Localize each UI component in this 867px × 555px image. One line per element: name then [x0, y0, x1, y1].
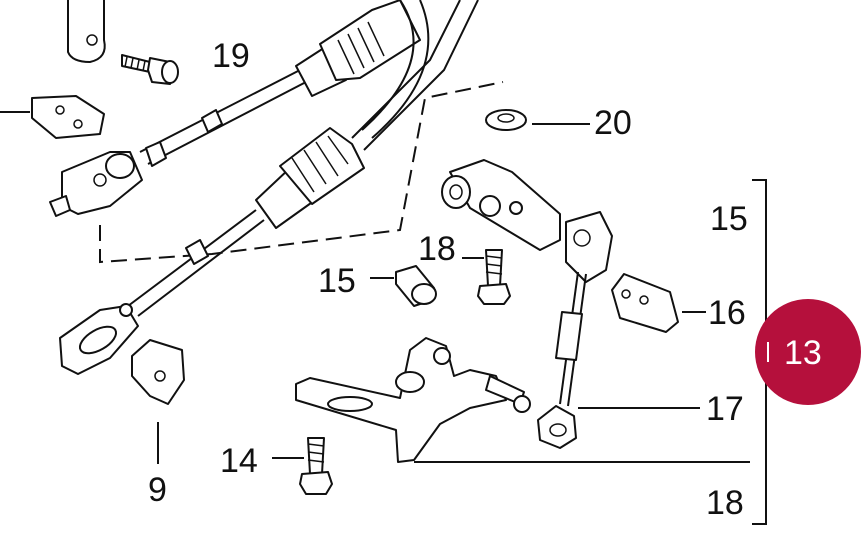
callout-19: 19 [212, 37, 250, 75]
bolt-18 [462, 249, 511, 305]
callout-20: 20 [594, 104, 632, 142]
dashed-outline [99, 81, 504, 264]
bolt-14 [272, 437, 333, 495]
clip-16 [611, 273, 706, 333]
callout-14: 14 [220, 442, 258, 480]
callout-18-mid: 18 [418, 230, 456, 268]
upper-cable [49, 0, 430, 217]
callout-15-right: 15 [710, 200, 748, 238]
bushing-15 [370, 265, 437, 307]
callout-15-bushing: 15 [318, 262, 356, 300]
lower-bracket [295, 337, 750, 463]
washer-20 [485, 109, 590, 131]
callout-18-bottom: 18 [706, 484, 744, 522]
bolt-19 [121, 54, 179, 85]
clip-top-left [0, 95, 105, 139]
link-rod-17 [537, 211, 700, 449]
badge-label: 13 [784, 334, 822, 372]
callout-9: 9 [148, 471, 167, 509]
highlight-badge-13[interactable]: 13 [755, 299, 861, 405]
upper-bracket-right [441, 159, 561, 251]
callout-17: 17 [706, 390, 744, 428]
lower-cable [59, 0, 479, 375]
clip-9 [131, 339, 185, 464]
upper-bracket [67, 0, 106, 63]
callout-16: 16 [708, 294, 746, 332]
